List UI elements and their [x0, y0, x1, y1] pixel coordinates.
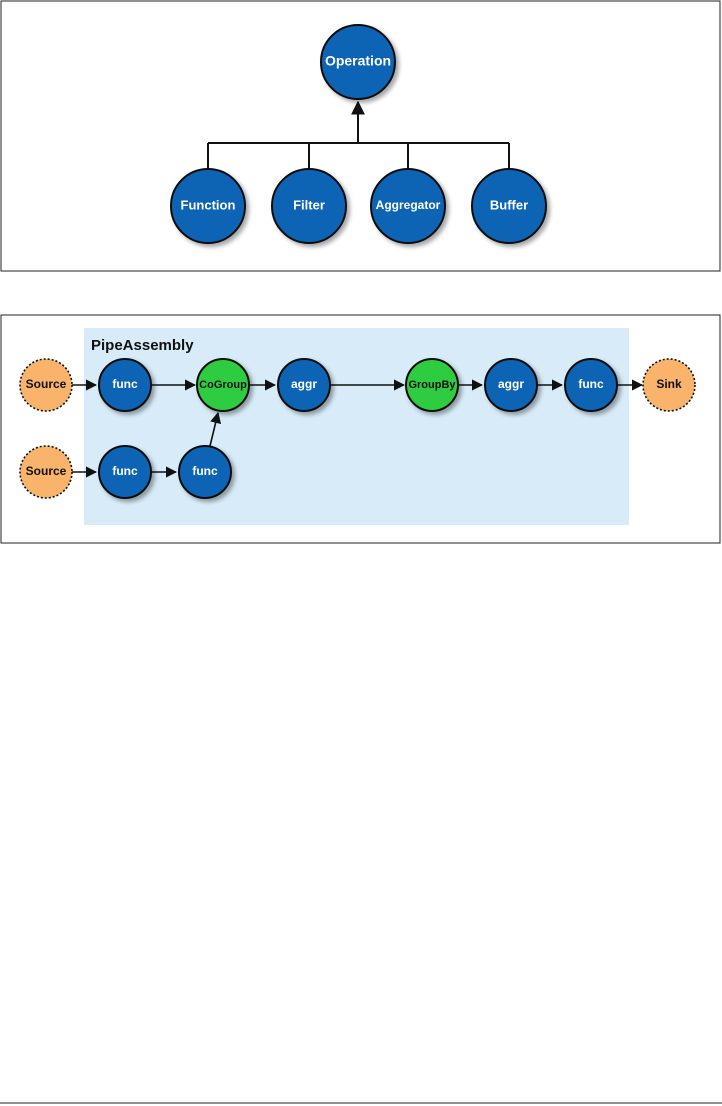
operation-node: Operation: [320, 24, 396, 100]
func-label: func: [112, 377, 138, 391]
func-node: func: [178, 445, 232, 499]
source-label: Source: [26, 377, 67, 391]
sink-label: Sink: [656, 377, 682, 391]
aggregator-label: Aggregator: [376, 198, 441, 212]
groupby-label: GroupBy: [408, 379, 456, 391]
figure2-frame: [0, 314, 721, 544]
aggr-node: aggr: [484, 358, 538, 412]
func-node: func: [98, 445, 152, 499]
buffer-label: Buffer: [490, 197, 528, 212]
func-label: func: [192, 464, 218, 478]
pipe-edges: [72, 379, 644, 478]
sink-node: Sink: [642, 358, 696, 412]
func-node: func: [98, 358, 152, 412]
groupby-node: GroupBy: [405, 358, 459, 412]
aggr-label: aggr: [291, 377, 317, 391]
func-node: func: [564, 358, 618, 412]
filter-node: Filter: [271, 168, 347, 244]
hierarchy-connectors: [207, 100, 510, 170]
operation-hierarchy-diagram: Operation Function Filter Aggregator Buf…: [0, 0, 721, 272]
aggregator-node: Aggregator: [370, 168, 446, 244]
func-label: func: [578, 377, 604, 391]
func-label: func: [112, 464, 138, 478]
cogroup-label: CoGroup: [199, 379, 247, 391]
filter-label: Filter: [293, 197, 325, 212]
function-label: Function: [181, 197, 236, 212]
operation-label: Operation: [325, 53, 391, 69]
figure1-frame: [0, 0, 721, 272]
source-node: Source: [19, 445, 73, 499]
source-node: Source: [19, 358, 73, 412]
aggr-node: aggr: [277, 358, 331, 412]
pipe-assembly-box: [84, 328, 629, 525]
pipe-assembly-title: PipeAssembly: [91, 337, 194, 354]
pipe-assembly-diagram: PipeAssembly Source func CoGroup: [0, 314, 721, 544]
aggr-label: aggr: [498, 377, 524, 391]
source-label: Source: [26, 464, 67, 478]
edge-func2b-cogroup: [209, 411, 222, 447]
cogroup-node: CoGroup: [196, 358, 250, 412]
function-node: Function: [170, 168, 246, 244]
buffer-node: Buffer: [471, 168, 547, 244]
